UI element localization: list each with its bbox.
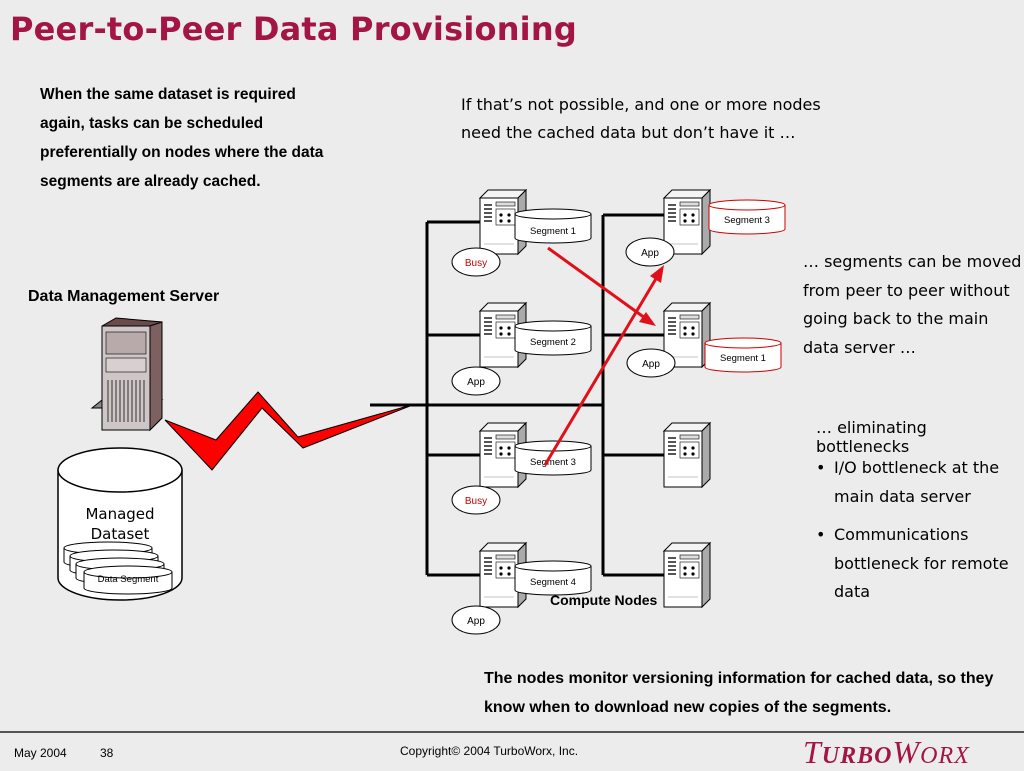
bullet-io-bottleneck: I/O bottleneck at the main data server [816, 454, 1021, 511]
status-label: App [641, 248, 659, 259]
segment-cylinder: Segment 1 [514, 208, 592, 244]
status-label: App [467, 377, 485, 388]
compute-nodes-label: Compute Nodes [550, 592, 658, 608]
segment-label: Segment 1 [720, 353, 766, 364]
right-intro-text: If that’s not possible, and one or more … [461, 95, 821, 142]
data-segment-label: Data Segment [98, 574, 159, 585]
logo-part: T [803, 734, 822, 770]
lightning-bolt [164, 391, 416, 471]
footer-copyright: Copyright© 2004 TurboWorx, Inc. [400, 744, 579, 758]
server-icon [663, 422, 711, 488]
dataset-label-1: Managed [85, 505, 154, 523]
network-lines [370, 213, 667, 577]
turboworx-logo: TURBOWORX [803, 734, 970, 771]
segment-cylinder-red: Segment 3 [708, 199, 786, 235]
data-management-server-label: Data Management Server [28, 288, 220, 305]
footer-divider [0, 731, 1024, 733]
footer-page-number: 38 [100, 746, 114, 760]
logo-part: URBO [821, 743, 893, 769]
page-title: Peer-to-Peer Data Provisioning [10, 10, 577, 48]
status-oval-app: App [451, 605, 501, 635]
data-management-server [90, 317, 164, 432]
segment-label: Segment 3 [724, 215, 770, 226]
status-oval-busy: Busy [451, 485, 501, 515]
status-label: Busy [465, 496, 487, 507]
status-oval-app: App [625, 237, 675, 267]
segment-label: Segment 2 [530, 337, 576, 348]
logo-part: W [892, 734, 921, 770]
server-icon [663, 542, 711, 608]
segment-cylinder: Segment 2 [514, 320, 592, 356]
status-label: App [642, 359, 660, 370]
status-label: App [467, 616, 485, 627]
intro-text: When the same dataset is required again,… [40, 86, 324, 190]
status-oval-app: App [451, 366, 501, 396]
transfer-arrows [543, 246, 664, 466]
segment-cylinder: Segment 4 [514, 560, 592, 596]
footer-date: May 2004 [14, 746, 67, 760]
segment-cylinder-red: Segment 1 [704, 337, 782, 373]
monitor-text: The nodes monitor versioning information… [484, 670, 994, 716]
data-segment-stack [63, 541, 173, 595]
bullet-comm-bottleneck: Communications bottleneck for remote dat… [816, 521, 1021, 607]
eliminating-bottlenecks-heading: … eliminating bottlenecks [816, 418, 927, 456]
segment-label: Segment 3 [530, 457, 576, 468]
logo-part: ORX [920, 743, 970, 769]
status-label: Busy [465, 258, 487, 269]
segment-label: Segment 4 [530, 577, 576, 588]
segments-moved-text: … segments can be moved from peer to pee… [803, 252, 1022, 357]
status-oval-app: App [626, 348, 676, 378]
dataset-label-2: Dataset [91, 525, 150, 543]
bottleneck-list: I/O bottleneck at the main data server C… [816, 454, 1021, 617]
status-oval-busy: Busy [451, 247, 501, 277]
segment-label: Segment 1 [530, 226, 576, 237]
segment-cylinder: Segment 3 [514, 440, 592, 476]
